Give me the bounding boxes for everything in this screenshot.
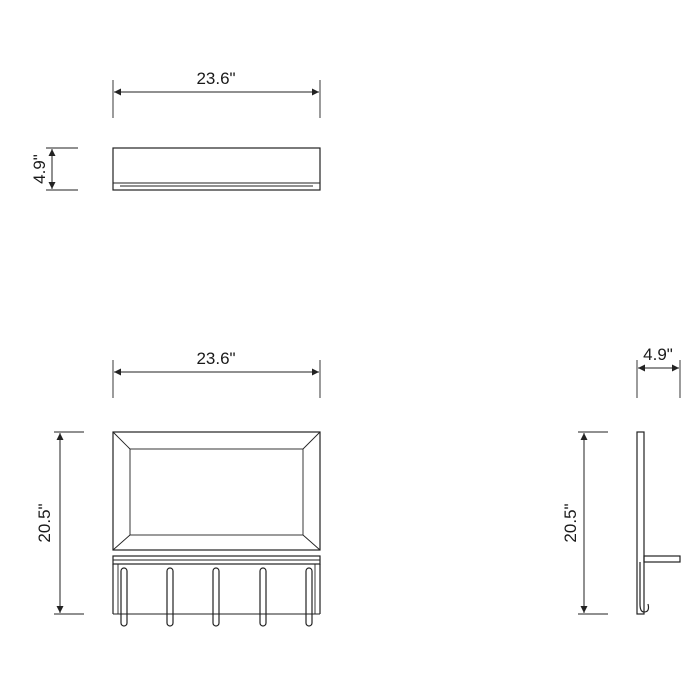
hook (212, 567, 220, 627)
side-back-panel (636, 431, 645, 615)
hook (305, 567, 313, 627)
side-shelf (643, 555, 681, 563)
front-frame-corner-bl (112, 534, 131, 551)
side-depth-label: 4.9" (643, 345, 673, 364)
front-frame-corner-br (302, 534, 321, 551)
top-view: 23.6" 4.9" (30, 69, 321, 191)
side-view: 4.9" 20.5" (561, 345, 681, 615)
top-depth-label: 4.9" (30, 154, 49, 184)
front-frame-corner-tr (302, 431, 321, 450)
hook (259, 567, 267, 627)
front-frame-corner-tl (112, 431, 131, 450)
side-hook (639, 562, 650, 613)
front-frame-outer (112, 431, 321, 551)
hook (166, 567, 174, 627)
front-hooks (120, 567, 313, 627)
front-height-label: 20.5" (35, 503, 54, 542)
top-width-label: 23.6" (196, 69, 235, 88)
front-view: 23.6" 20.5" (35, 349, 321, 627)
front-mirror-panel (129, 448, 304, 536)
hook (120, 567, 128, 627)
front-width-label: 23.6" (196, 349, 235, 368)
top-shelf-outline (112, 147, 321, 191)
side-height-label: 20.5" (561, 503, 580, 542)
